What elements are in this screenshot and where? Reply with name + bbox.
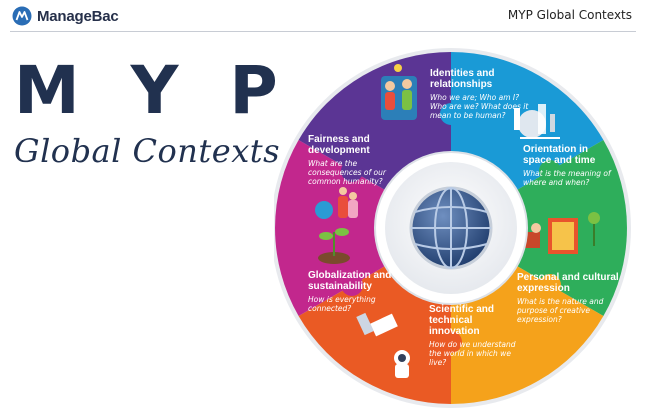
managebac-logo-icon — [12, 6, 32, 26]
context-question: Who we are; Who am I? Who are we? What d… — [430, 93, 529, 120]
context-question: What are the consequences of our common … — [308, 159, 386, 186]
city-globe-illustration — [514, 104, 560, 139]
satellite-astronaut-illustration — [356, 312, 410, 378]
wheel-graphic — [271, 48, 631, 408]
segment-globalization[interactable] — [275, 140, 451, 316]
context-question: How do we understand the world in which … — [429, 340, 516, 367]
globe-icon — [409, 186, 493, 270]
scales-illustration — [315, 187, 358, 219]
context-globalization: Globalization and sustainability How is … — [308, 270, 404, 313]
hero-title: M Y P — [14, 52, 292, 129]
people-illustration — [381, 64, 417, 120]
context-scientific: Scientific and technical innovation How … — [429, 304, 519, 367]
hero-subtitle: Global Contexts — [14, 132, 281, 170]
context-personal: Personal and cultural expression What is… — [517, 272, 622, 324]
context-title: Globalization and sustainability — [308, 270, 392, 292]
context-title: Scientific and technical innovation — [429, 304, 495, 337]
context-question: What is the meaning of where and when? — [523, 169, 611, 187]
header-bar: ManageBac MYP Global Contexts — [0, 0, 646, 32]
context-question: What is the nature and purpose of creati… — [517, 297, 604, 324]
context-identities: Identities and relationships Who we are;… — [430, 68, 535, 120]
context-title: Personal and cultural expression — [517, 272, 619, 294]
header-title: MYP Global Contexts — [507, 8, 632, 22]
context-title: Orientation in space and time — [523, 144, 596, 166]
global-contexts-wheel: Identities and relationships Who we are;… — [271, 46, 634, 410]
artist-illustration — [524, 212, 600, 254]
context-fairness: Fairness and development What are the co… — [308, 134, 400, 186]
context-question: How is everything connected? — [308, 295, 376, 313]
header-divider — [10, 31, 636, 32]
context-orientation: Orientation in space and time What is th… — [523, 144, 615, 187]
context-title: Fairness and development — [308, 134, 370, 156]
plant-illustration — [318, 228, 350, 264]
context-title: Identities and relationships — [430, 68, 495, 90]
logo-text: ManageBac — [37, 7, 119, 25]
managebac-logo[interactable]: ManageBac — [12, 5, 119, 27]
